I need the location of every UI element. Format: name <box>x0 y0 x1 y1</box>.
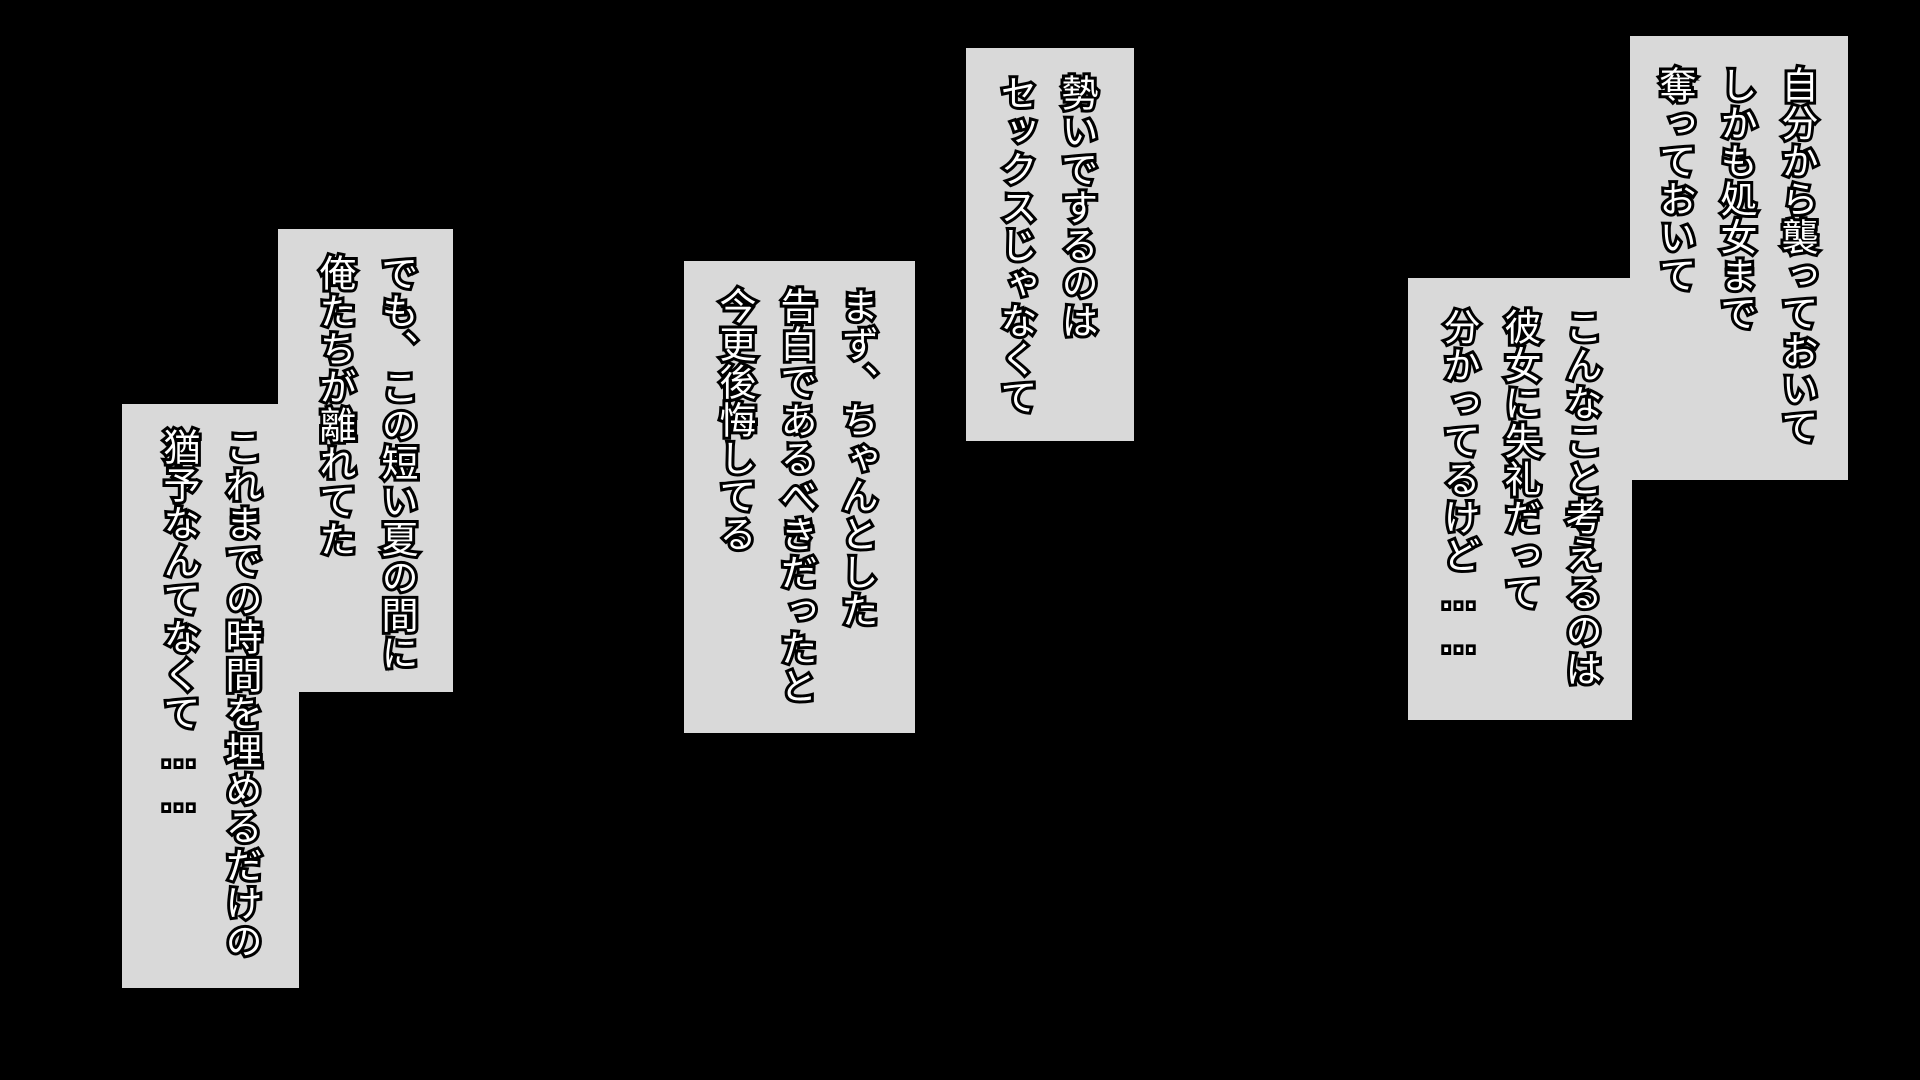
speech-box-right-bottom <box>1408 278 1632 720</box>
speech-box-center <box>684 261 915 733</box>
speech-box-center-right <box>966 48 1134 441</box>
text-line-left-bottom-1: これまでの時間を埋めるだけの <box>216 425 265 963</box>
text-line-right-top-2: しかも処女まで <box>1711 63 1760 335</box>
text-line-center-1: まず、ちゃんとした <box>832 284 881 632</box>
text-line-center-2: 告白であるべきだったと <box>771 284 820 708</box>
text-line-center-3: 今更後悔してる <box>710 284 759 556</box>
text-line-right-bottom-2: 彼女に失礼だって <box>1495 305 1544 615</box>
text-line-right-top-1: 自分から襲っておいて <box>1772 63 1821 449</box>
speech-box-right-top <box>1630 36 1848 480</box>
text-line-right-bottom-1: こんなこと考えるのは <box>1556 305 1605 691</box>
text-line-center-right-2: セックスじゃなくて <box>991 71 1040 419</box>
text-line-center-right-1: 勢いでするのは <box>1052 71 1101 343</box>
text-line-right-bottom-3: 分かってるけど…… <box>1434 305 1483 665</box>
text-line-right-top-3: 奪っておいて <box>1650 63 1699 297</box>
text-line-left-bottom-2: 猶予なんてなくて…… <box>154 425 203 823</box>
speech-box-left-bottom <box>122 404 299 988</box>
text-line-left-top-2: 俺たちが離れてた <box>310 251 359 561</box>
text-line-left-top-1: でも、この短い夏の間に <box>372 251 421 675</box>
speech-box-left-top <box>278 229 453 692</box>
